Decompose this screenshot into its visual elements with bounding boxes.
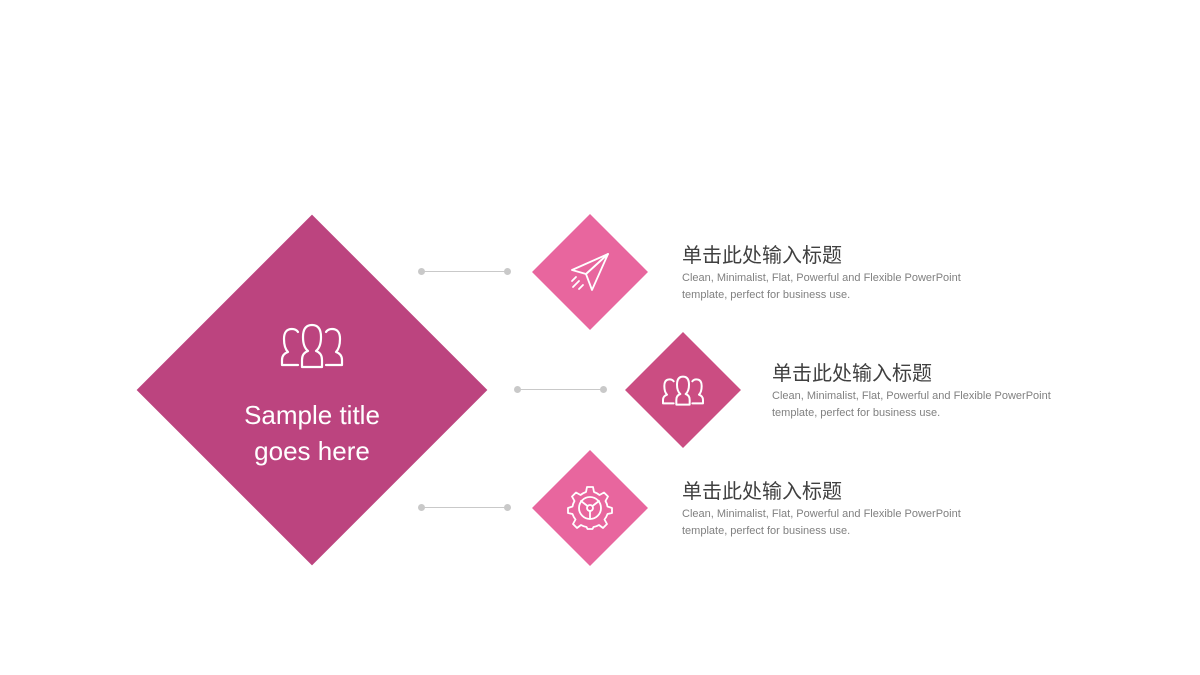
item-desc-1: Clean, Minimalist, Flat, Powerful and Fl… <box>682 270 1012 303</box>
users-icon <box>662 375 704 406</box>
connector-dot <box>418 504 425 511</box>
item-desc-3-line1: Clean, Minimalist, Flat, Powerful and Fl… <box>682 508 961 520</box>
item-title-2: 单击此处输入标题 <box>772 361 932 385</box>
main-title-line2: goes here <box>254 436 370 466</box>
users-icon <box>280 323 344 369</box>
item-desc-2: Clean, Minimalist, Flat, Powerful and Fl… <box>772 388 1102 421</box>
connector-dot <box>504 268 511 275</box>
paper-plane-icon <box>571 253 609 291</box>
item-title-3: 单击此处输入标题 <box>682 479 842 503</box>
connector-dot <box>418 268 425 275</box>
gear-icon <box>567 486 613 530</box>
connector-line-1 <box>421 271 508 272</box>
item-desc-2-line2: template, perfect for business use. <box>772 406 941 419</box>
connector-dot <box>504 504 511 511</box>
main-diamond-content: Sample title goes here <box>187 315 437 475</box>
connector-line-3 <box>421 507 508 508</box>
connector-line-2 <box>517 389 604 390</box>
connector-dot <box>600 386 607 393</box>
main-title-line1: Sample title <box>244 400 380 430</box>
item-desc-3: Clean, Minimalist, Flat, Powerful and Fl… <box>682 506 1012 539</box>
item-desc-1-line1: Clean, Minimalist, Flat, Powerful and Fl… <box>682 272 961 284</box>
item-desc-1-line2: template, perfect for business use. <box>682 288 851 301</box>
item-title-1: 单击此处输入标题 <box>682 243 842 267</box>
item-desc-2-line1: Clean, Minimalist, Flat, Powerful and Fl… <box>772 390 1051 402</box>
connector-dot <box>514 386 521 393</box>
item-desc-3-line2: template, perfect for business use. <box>682 524 851 537</box>
